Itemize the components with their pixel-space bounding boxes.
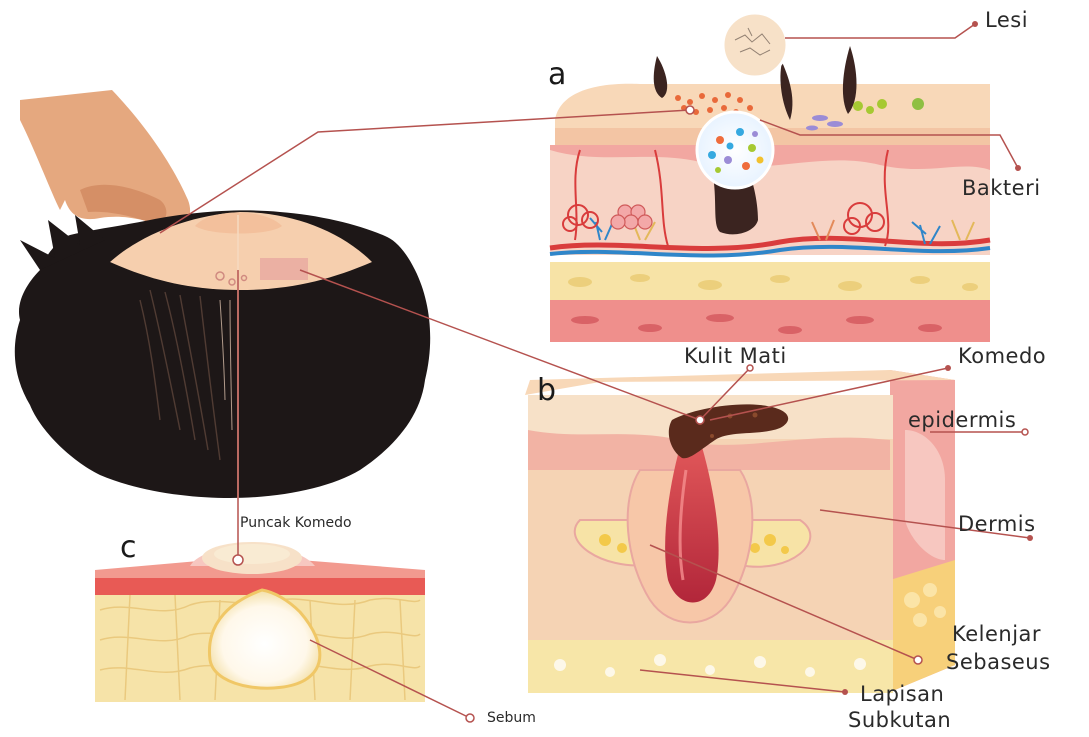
panel-c-cross-section [95, 542, 425, 702]
label-epidermis: epidermis [908, 410, 1016, 431]
label-lesi: Lesi [985, 10, 1028, 31]
head-illustration [15, 210, 430, 498]
label-lapisan-line2: Subkutan [848, 710, 951, 731]
label-komedo: Komedo [958, 346, 1046, 367]
panel-b-comedo-section [525, 370, 955, 693]
panel-a-label: a [548, 60, 566, 90]
label-kelenjar-line1: Kelenjar [952, 624, 1041, 645]
label-bakteri: Bakteri [962, 178, 1041, 199]
panel-b-label: b [537, 376, 556, 406]
label-sebum: Sebum [487, 711, 536, 725]
panel-a-skin-section [550, 13, 990, 342]
label-kulit-mati: Kulit Mati [684, 346, 787, 367]
panel-c-label: c [120, 533, 137, 563]
label-puncak-komedo: Puncak Komedo [240, 516, 352, 530]
label-dermis: Dermis [958, 514, 1036, 535]
label-lapisan-line1: Lapisan [860, 684, 944, 705]
label-kelenjar-line2: Sebaseus [946, 652, 1051, 673]
